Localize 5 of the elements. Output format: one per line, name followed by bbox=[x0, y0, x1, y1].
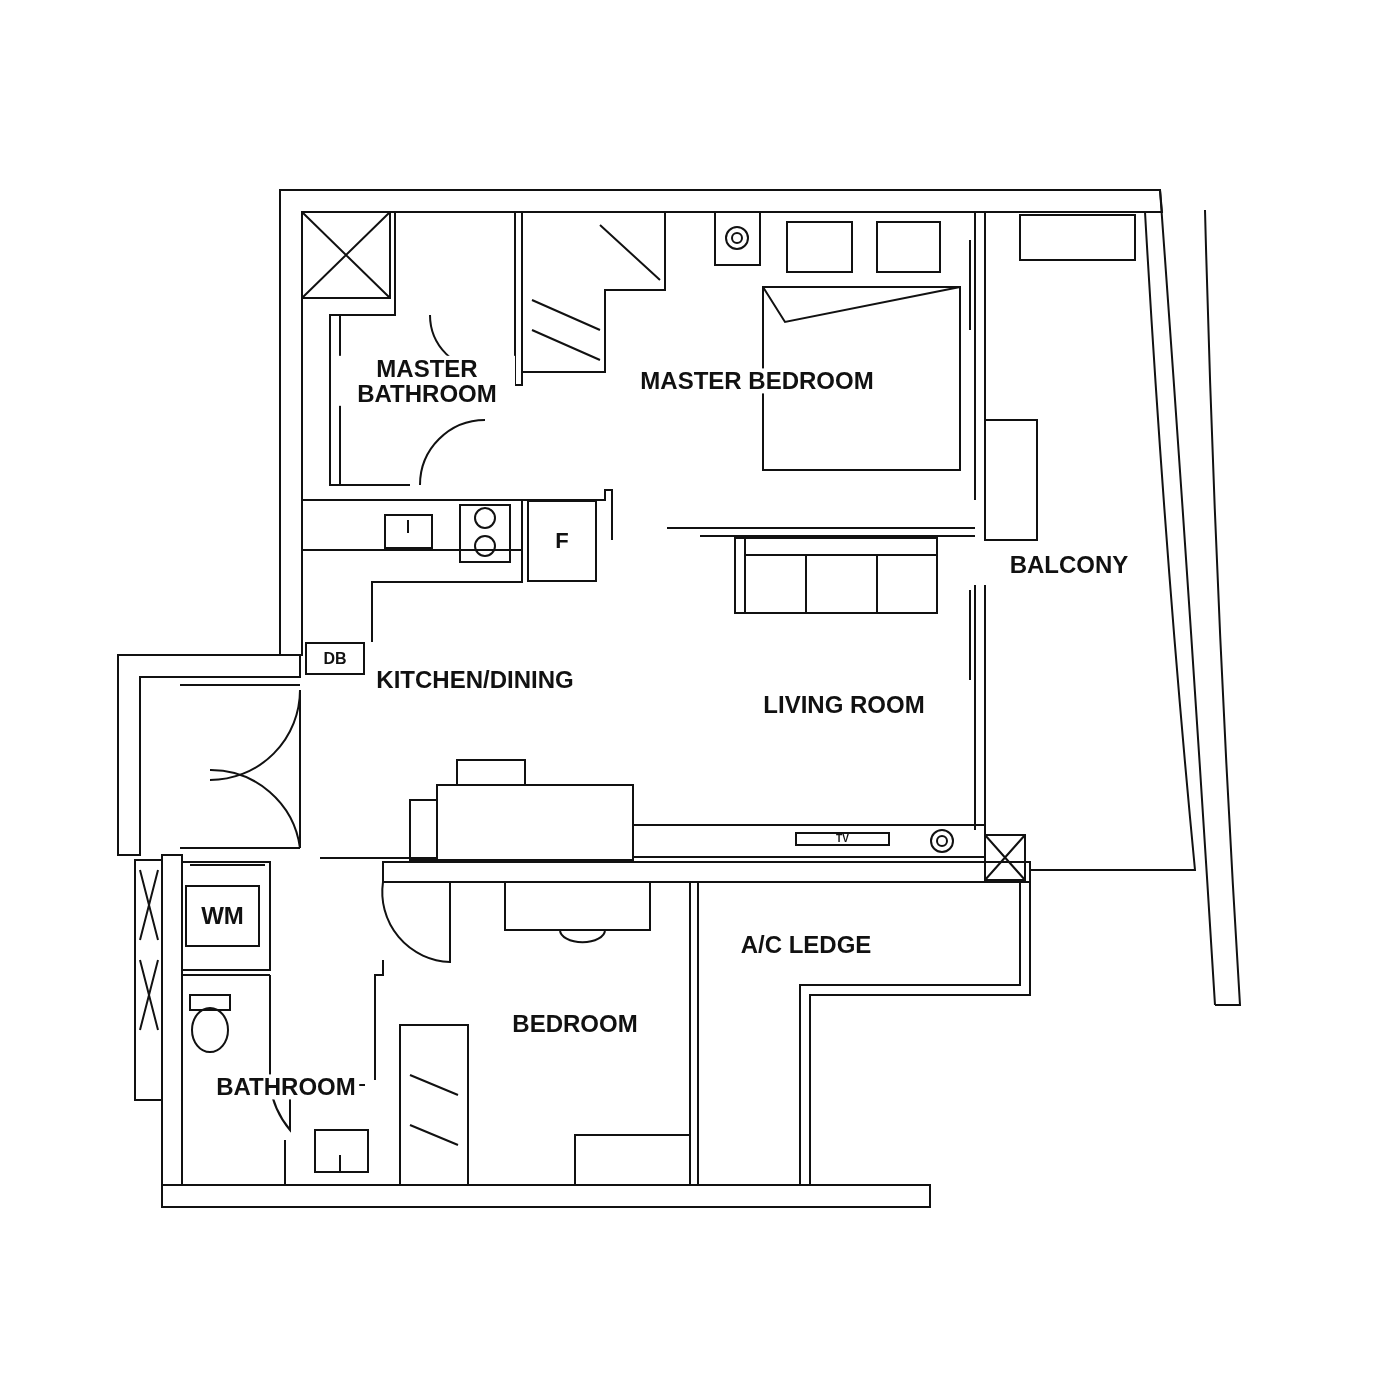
washing-machine-box: WM bbox=[185, 885, 260, 947]
fridge-box: F bbox=[527, 500, 597, 582]
room-label: MASTER BATHROOM bbox=[339, 355, 515, 407]
distribution-board-box: DB bbox=[305, 642, 365, 675]
tv-box: TV bbox=[795, 832, 890, 846]
